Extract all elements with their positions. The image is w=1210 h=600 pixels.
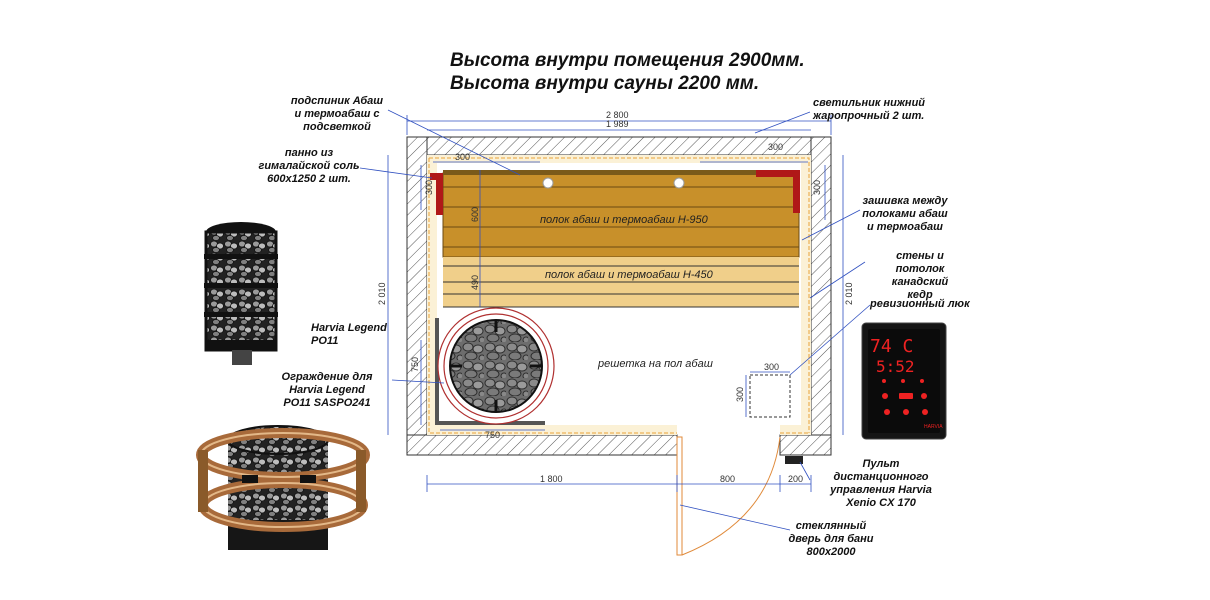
dim-bottom-1800: 1 800 bbox=[540, 474, 563, 484]
backrest-strip bbox=[443, 170, 799, 175]
label-fence: Ограждение для Harvia Legend PO11 SASPO2… bbox=[281, 371, 373, 409]
dim-stove-750-h: 750 bbox=[485, 430, 500, 440]
dim-hatch-300-h: 300 bbox=[764, 362, 779, 372]
title-line-2: Высота внутри сауны 2200 мм. bbox=[450, 73, 760, 94]
label-stove: Harvia Legend PO11 bbox=[311, 322, 387, 347]
label-backrest: подспиник Абаш и термоабаш с подсветкой bbox=[290, 95, 384, 133]
label-hatch: ревизионный люк bbox=[870, 298, 970, 310]
revision-hatch bbox=[749, 374, 791, 418]
leader-lines bbox=[359, 109, 871, 531]
bench-lower-label: полок абаш и термоабаш Н-450 bbox=[545, 269, 714, 281]
dim-left-height: 2 010 bbox=[377, 282, 387, 305]
fence-photo bbox=[196, 425, 370, 550]
dim-bench-600: 600 bbox=[470, 207, 480, 222]
dim-bench-490: 490 bbox=[470, 275, 480, 290]
bench-upper-label: полок абаш и термоабаш Н-950 bbox=[540, 214, 709, 226]
controller-temp: 74 C bbox=[870, 336, 913, 357]
remote-mark bbox=[785, 456, 803, 464]
dim-left-300: 300 bbox=[455, 152, 470, 162]
dim-left-vert-300: 300 bbox=[424, 180, 434, 195]
label-salt-panel: панно из гималайской соль 600x1250 2 шт. bbox=[258, 147, 360, 185]
dimension-lines bbox=[387, 115, 844, 492]
title-line-1: Высота внутри помещения 2900мм. bbox=[450, 50, 805, 71]
label-lining: зашивка между полоками абаш и термоабаш bbox=[862, 195, 948, 233]
dim-bottom-200: 200 bbox=[788, 474, 803, 484]
controller-time: 5:52 bbox=[876, 357, 915, 376]
label-lamp: светильник нижний жаропрочный 2 шт. bbox=[813, 97, 926, 122]
dim-outer-width: 2 800 bbox=[606, 110, 629, 120]
label-door: стеклянный дверь для бани 800x2000 bbox=[788, 520, 874, 558]
floor-grate-label: решетка на пол абаш bbox=[597, 358, 713, 370]
salt-panels bbox=[430, 170, 800, 215]
bench-lower bbox=[443, 257, 799, 308]
label-walls: стены и потолок канадский кедр bbox=[891, 250, 949, 301]
cedar-lining bbox=[427, 155, 811, 435]
dim-right-height: 2 010 bbox=[844, 282, 854, 305]
glass-door bbox=[676, 436, 781, 556]
dim-right-vert-300: 300 bbox=[812, 180, 822, 195]
stove-plan bbox=[449, 319, 543, 413]
dim-right-300: 300 bbox=[768, 142, 783, 152]
dim-hatch-300-v: 300 bbox=[735, 387, 745, 402]
controller-brand: HARVIA bbox=[924, 424, 943, 430]
stove-photo bbox=[204, 222, 278, 365]
dim-stove-750-v: 750 bbox=[410, 357, 420, 372]
label-remote: Пульт дистанционного управления Harvia X… bbox=[830, 458, 932, 509]
controller-buttons bbox=[882, 379, 928, 415]
dim-bottom-800: 800 bbox=[720, 474, 735, 484]
lamps bbox=[542, 177, 685, 189]
dim-inner-width: 1 989 bbox=[606, 119, 629, 129]
